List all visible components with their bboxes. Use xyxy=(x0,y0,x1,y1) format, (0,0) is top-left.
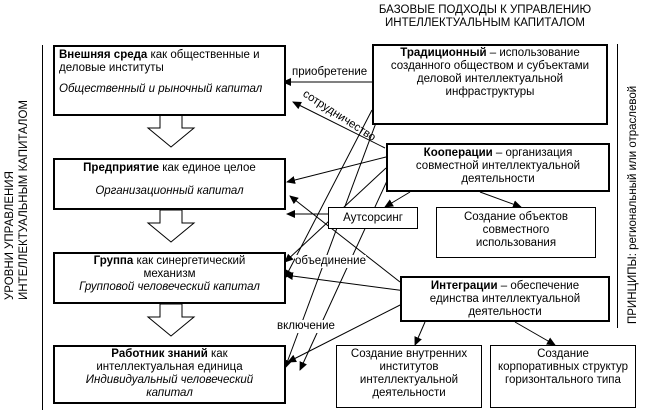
arrow-integ-wrk xyxy=(287,299,411,363)
label-acquisition: приобретение xyxy=(292,66,368,79)
level-env-box: Внешняя среда как общественные и деловые… xyxy=(53,45,286,116)
arrow-coop-wrk xyxy=(299,169,393,371)
approach-integ-rest: – обеспечение единства интеллектуальной … xyxy=(429,280,581,318)
arrow-integ-corporate xyxy=(514,321,556,346)
arrow-integ-internal xyxy=(414,321,426,346)
header-line2: ИНТЕЛЛЕКТУАЛЬНЫМ КАПИТАЛОМ xyxy=(385,17,585,29)
level-wrk-capital: Индивидуальный человеческий капитал xyxy=(85,374,254,399)
right-axis-label: ПРИНЦИПЫ: региональный или отраслевой xyxy=(627,85,639,324)
level-grp-box: Группа как синергетический механизм Груп… xyxy=(53,252,286,304)
level-env-rest: как общественные и деловые институты xyxy=(59,49,260,74)
level-ent-rest: как единое целое xyxy=(159,162,256,174)
approach-integ-box: Интеграции – обеспечение единства интелл… xyxy=(400,276,610,322)
level-ent-box: Предприятие как единое целое Организацио… xyxy=(53,158,286,210)
right-axis-line xyxy=(617,44,618,328)
level-grp-rest: как синергетический механизм xyxy=(133,255,246,280)
level-env-title: Внешняя среда xyxy=(59,49,148,61)
arrow-integ-grp xyxy=(284,272,407,292)
arrow-coop-joint xyxy=(479,191,522,209)
left-axis-label1: УРОВНИ УПРАВЛЕНИЯ xyxy=(4,171,16,300)
internal-institutes-box: Создание внутренних институтов интеллект… xyxy=(336,345,482,408)
approach-integ-title: Интеграции xyxy=(430,280,498,292)
label-inclusion: включение xyxy=(277,320,335,333)
approach-trad-rest: – использование созданного обществом и с… xyxy=(390,47,590,98)
level-wrk-title: Работник знаний xyxy=(111,348,208,360)
approach-coop-rest: – организация совместной интеллектуально… xyxy=(415,147,581,185)
left-axis-line xyxy=(42,45,43,410)
level-ent-capital: Организационный капитал xyxy=(95,185,244,197)
down-arrow-1 xyxy=(146,114,196,148)
arrow-coop-outsourcing xyxy=(384,191,411,208)
approach-trad-box: Традиционный – использование созданного … xyxy=(372,44,608,125)
approach-trad-title: Традиционный xyxy=(400,47,487,59)
level-grp-capital: Групповой человеческий капитал xyxy=(79,281,260,293)
level-wrk-box: Работник знаний как интеллектуальная еди… xyxy=(53,345,286,404)
down-arrow-2 xyxy=(146,209,196,243)
down-arrow-3 xyxy=(146,303,196,337)
outsourcing-box: Аутсорсинг xyxy=(328,207,418,229)
corporate-structures-box: Создание корпоративных структур горизонт… xyxy=(490,345,636,408)
label-union: объединение xyxy=(295,255,366,268)
approach-coop-box: Кооперации – организация совместной инте… xyxy=(386,143,610,192)
level-ent-title: Предприятие xyxy=(83,162,159,174)
header-line1: БАЗОВЫЕ ПОДХОДЫ К УПРАВЛЕНИЮ xyxy=(378,4,592,16)
arrow-integ-ent xyxy=(289,195,401,283)
level-env-capital: Общественный и рыночный капитал xyxy=(59,83,263,95)
arrow-coop-ent xyxy=(286,156,387,184)
level-wrk-rest: как интеллектуальная единица xyxy=(96,348,243,373)
level-grp-title: Группа xyxy=(93,255,134,267)
approach-coop-title: Кооперации xyxy=(423,147,493,159)
left-axis-label2: ИНТЕЛЛЕКТУАЛЬНЫМ КАПИТАЛОМ xyxy=(18,100,30,300)
arrow-trad-grp xyxy=(284,109,373,279)
joint-objects-box: Создание объектов совместного использова… xyxy=(436,207,596,258)
